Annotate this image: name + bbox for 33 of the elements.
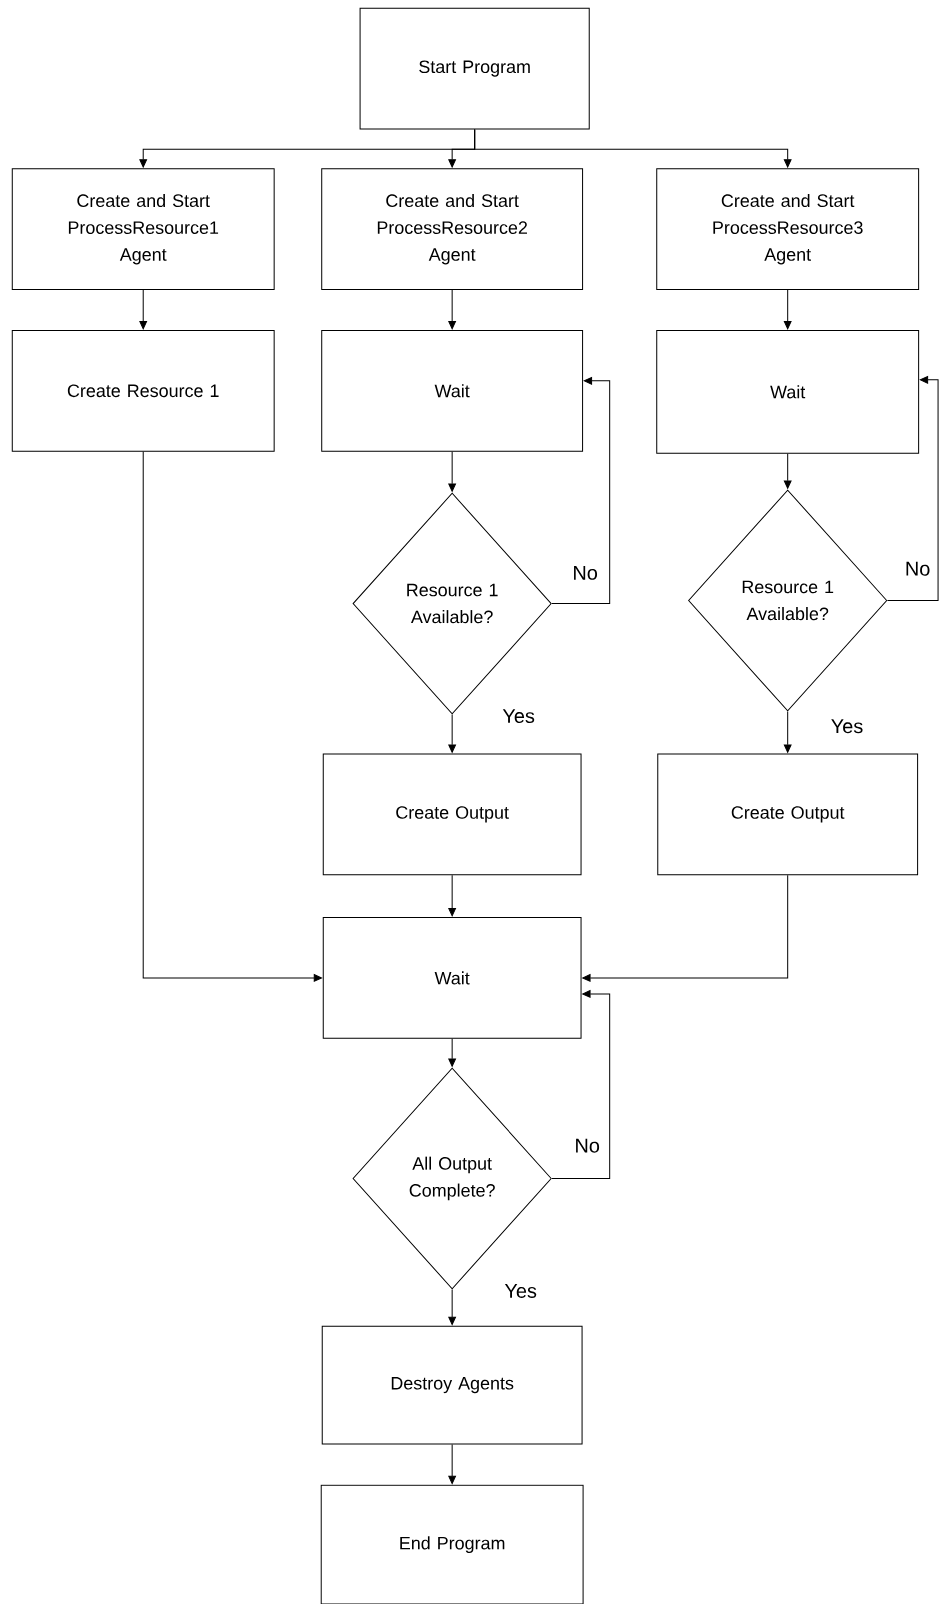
arrow [448,874,456,917]
edge-label: Yes [829,718,865,735]
arrow [886,375,939,601]
process-box: Destroy Agents [321,1325,583,1445]
arrow [783,289,792,330]
process-box: Wait [321,329,583,452]
process-box: Wait [656,329,920,454]
process-box: End Program [320,1484,584,1604]
process-box: Create and Start ProcessResource3 Agent [656,168,920,290]
edge-label: No [573,1137,601,1154]
process-box: Create and Start ProcessResource2 Agent [321,168,583,290]
arrow [551,990,611,1179]
process-box: Create Resource 1 [11,329,275,452]
arrow [448,1288,456,1326]
process-box: Create and Start ProcessResource1 Agent [11,168,275,290]
arrow [448,289,456,330]
arrow [448,451,456,492]
process-box: Create Output [322,753,582,876]
arrow [474,128,792,168]
process-box: Wait [322,917,582,1039]
arrow [551,376,611,605]
arrow [783,453,792,489]
arrow [582,874,789,982]
edge-label: No [571,564,599,581]
edge-label: No [903,560,932,577]
arrow [448,1443,456,1485]
arrow [448,714,456,753]
process-box: Create Output [657,753,919,876]
arrow [783,710,792,753]
process-box: Start Program [359,7,590,130]
arrow [142,451,322,982]
arrow [139,289,147,330]
arrow [448,1038,456,1067]
